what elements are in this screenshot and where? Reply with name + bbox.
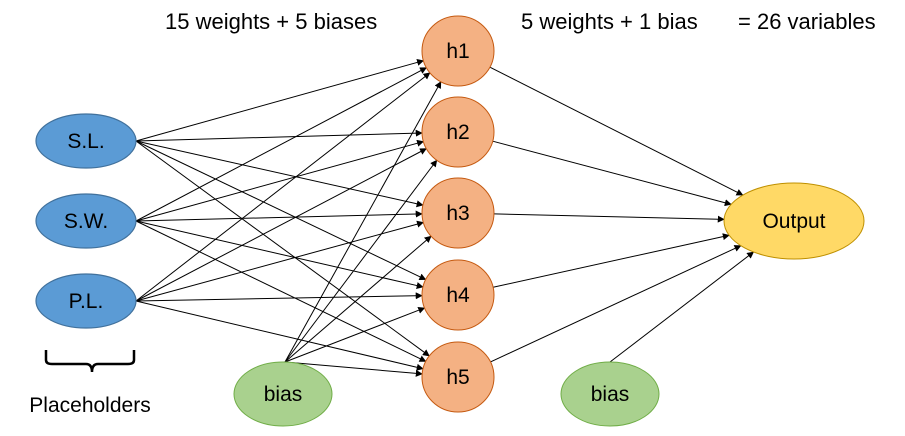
edge-input-0-hidden-1 [135,129,423,142]
hidden-node-h5: h5 [421,341,495,413]
output-bias-node: bias [560,361,660,427]
hidden-node-h2-label: h2 [446,121,469,144]
edge-bias-hidden-2 [284,235,432,363]
placeholders-bracket [44,350,136,373]
edge-input-2-hidden-2 [135,220,425,302]
hidden-node-h2-shape [421,96,495,168]
edge-input-1-hidden-4 [135,220,427,362]
hidden-layer-param-count: 15 weights + 5 biases [165,9,377,34]
edge-hidden-3-output [493,233,730,288]
hidden-node-h5-shape [421,341,495,413]
input-node-sl-label: S.L. [67,130,104,153]
input-node-sl: S.L. [35,113,137,169]
hidden-node-h4: h4 [421,259,495,331]
edge-input-0-hidden-3 [135,140,427,281]
hidden-node-h4-shape [421,259,495,331]
output-node-label: Output [762,210,825,233]
hidden-node-h2: h2 [421,96,495,168]
edge-input-2-hidden-0 [135,72,431,302]
input-node-pl: P.L. [35,273,137,329]
edge-hidden-1-output [492,140,732,207]
edge-input-2-hidden-4 [135,300,424,371]
edge-bias-output [609,251,755,363]
hidden-layer: h1 h2 h3 h4 h5 [421,15,495,413]
input-node-sw: S.W. [35,193,137,249]
input-layer: S.L. S.W. P.L. [35,113,137,329]
edge-hidden-2-output [493,213,725,223]
hidden-node-h3-shape [421,177,495,249]
edge-input-0-hidden-0 [135,58,425,142]
edge-bias-hidden-1 [284,159,438,363]
hidden-node-h1: h1 [421,15,495,87]
output-bias-node-shape [560,361,660,427]
edge-hidden-0-output [489,66,744,196]
output-layer-param-count: 5 weights + 1 bias [521,9,698,34]
edge-input-2-hidden-1 [135,148,427,302]
edge-input-0-hidden-2 [135,140,424,208]
edge-input-1-hidden-0 [135,67,427,222]
connection-edges [135,58,755,377]
input-node-sw-label: S.W. [64,210,108,233]
edge-input-1-hidden-1 [135,139,425,222]
edge-input-1-hidden-3 [135,220,424,289]
edge-bias-hidden-3 [284,306,426,363]
edge-input-2-hidden-3 [135,292,423,302]
input-node-sw-shape [35,193,137,249]
hidden-bias-node: bias [233,361,333,427]
hidden-node-h4-label: h4 [446,284,470,307]
hidden-node-h5-label: h5 [446,366,469,389]
input-node-pl-shape [35,273,137,329]
output-node-shape [723,182,865,260]
output-node: Output [723,182,865,260]
edge-bias-hidden-4 [284,361,423,377]
hidden-bias-node-shape [233,361,333,427]
edge-input-1-hidden-2 [135,210,423,222]
hidden-node-h1-shape [421,15,495,87]
placeholders-label: Placeholders [29,394,150,417]
total-param-count: = 26 variables [738,9,876,34]
hidden-node-h3: h3 [421,177,495,249]
output-bias-node-label: bias [591,383,630,406]
edge-input-0-hidden-4 [135,140,430,357]
hidden-node-h3-label: h3 [446,202,469,225]
input-node-sl-shape [35,113,137,169]
edge-bias-hidden-0 [284,81,442,363]
edge-hidden-4-output [490,245,742,363]
hidden-node-h1-label: h1 [446,40,469,63]
input-node-pl-label: P.L. [69,290,104,313]
hidden-bias-node-label: bias [264,383,303,406]
